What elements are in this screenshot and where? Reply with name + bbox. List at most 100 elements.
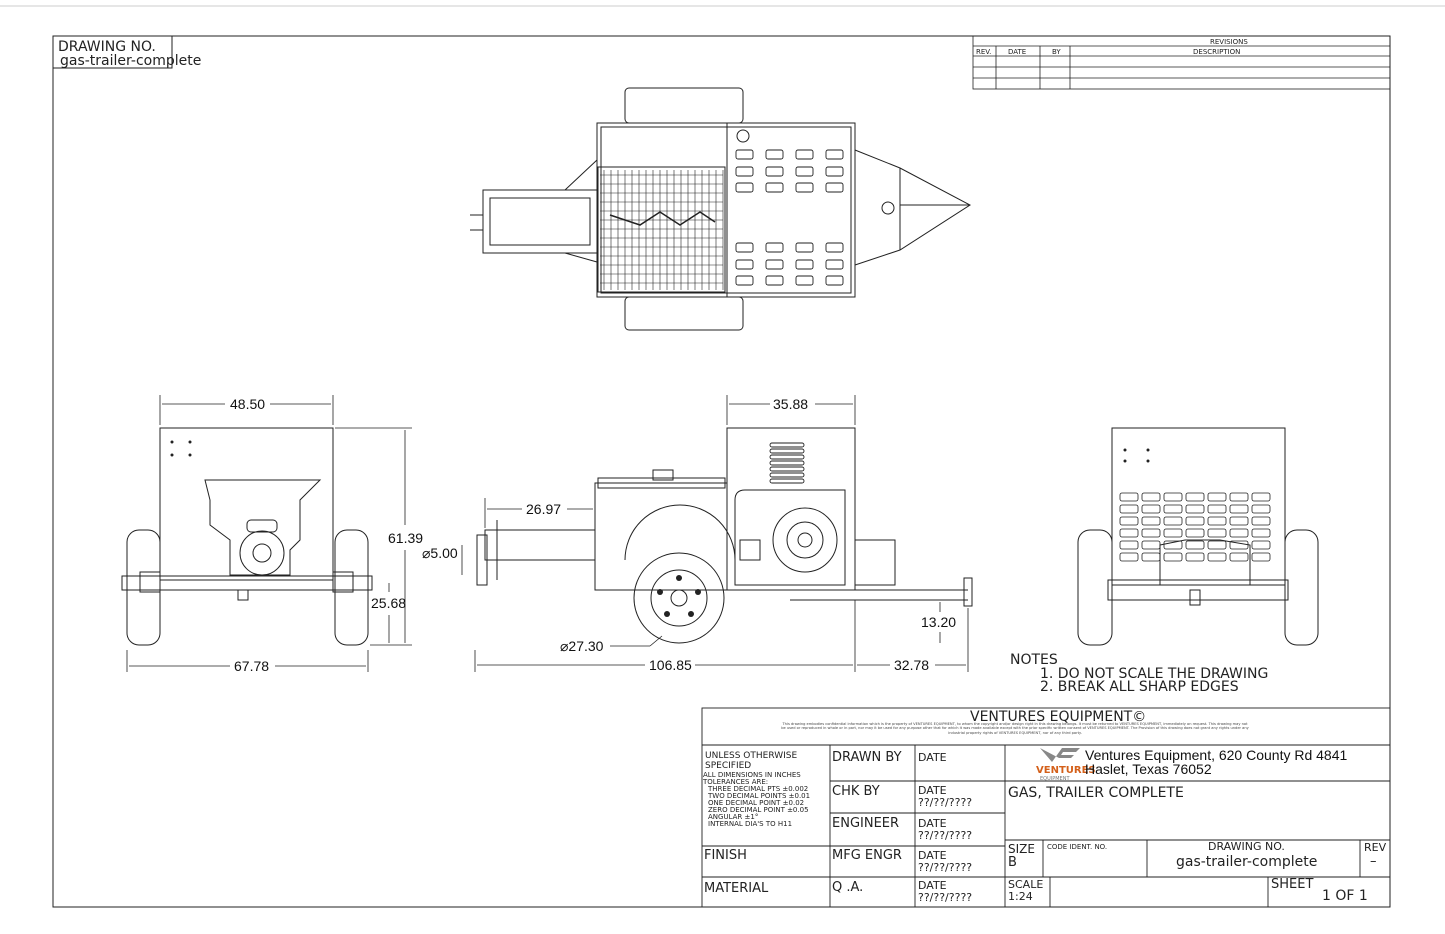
ventures-logo: VENTURES EQUIPMENT xyxy=(1036,748,1096,782)
drawing-line xyxy=(1141,552,1161,562)
scale-label: SCALE xyxy=(1008,878,1043,891)
drawing-line xyxy=(1141,516,1161,526)
dim-side-pipe-diameter: ⌀5.00 xyxy=(422,545,458,561)
drawing-line xyxy=(795,242,814,253)
dim-front-track-width: 67.78 xyxy=(234,658,269,674)
drawing-line xyxy=(825,166,844,177)
drawing-line xyxy=(765,259,784,270)
drawing-line xyxy=(1251,540,1271,550)
drawing-line xyxy=(1119,504,1139,514)
drawing-line xyxy=(1141,540,1161,550)
drawing-number-value: gas-trailer-complete xyxy=(60,53,201,69)
drawing-line xyxy=(825,182,844,193)
drawing-line xyxy=(765,275,784,286)
drawing-line xyxy=(1251,528,1271,538)
size-label: SIZE xyxy=(1008,842,1035,856)
tol-line: TOLERANCES ARE: xyxy=(702,778,768,786)
drawing-line xyxy=(1185,492,1205,502)
drawing-line xyxy=(795,166,814,177)
drawing-line xyxy=(735,166,754,177)
dim-side-tongue-height: 13.20 xyxy=(921,614,956,630)
drawing-line xyxy=(825,149,844,160)
drawing-line xyxy=(1251,516,1271,526)
date-label: DATE xyxy=(918,849,947,862)
rev-value: – xyxy=(1370,854,1377,869)
notes-title: NOTES xyxy=(1010,652,1058,668)
drawing-line xyxy=(1163,504,1183,514)
drawing-line xyxy=(769,454,805,460)
tol-line: ALL DIMENSIONS IN INCHES xyxy=(703,771,801,779)
drawing-line xyxy=(769,460,805,466)
drawing-line xyxy=(1163,540,1183,550)
drawing-no-label: DRAWING NO. xyxy=(1208,840,1285,853)
drawing-line xyxy=(825,275,844,286)
dim-front-height: 61.39 xyxy=(388,530,423,546)
drawing-line xyxy=(1141,504,1161,514)
drawing-line xyxy=(1185,540,1205,550)
front-view xyxy=(121,427,373,646)
size-value: B xyxy=(1008,855,1017,870)
date-label: DATE xyxy=(918,879,947,892)
drawing-line xyxy=(1251,504,1271,514)
tol-line: INTERNAL DIA'S TO H11 xyxy=(708,820,792,828)
drawing-line xyxy=(769,442,805,448)
drawing-line xyxy=(795,259,814,270)
rear-view xyxy=(1077,427,1319,646)
sheet-value: 1 OF 1 xyxy=(1322,888,1368,904)
drawing-line xyxy=(1119,540,1139,550)
code-ident-label: CODE IDENT. NO. xyxy=(1047,843,1107,851)
tol-line: UNLESS OTHERWISE xyxy=(705,751,797,761)
drawing-line xyxy=(735,149,754,160)
dim-side-box-width: 35.88 xyxy=(773,396,808,412)
drawing-line xyxy=(735,259,754,270)
note-item: 2. BREAK ALL SHARP EDGES xyxy=(1040,679,1239,695)
date-col-header: DATE xyxy=(1008,48,1026,56)
dim-side-hopper-extension: 26.97 xyxy=(526,501,561,517)
drawing-line xyxy=(1163,516,1183,526)
drawing-line xyxy=(1163,528,1183,538)
drawing-line xyxy=(1185,516,1205,526)
drawing-line xyxy=(1229,504,1249,514)
drawing-line xyxy=(1119,552,1139,562)
drawing-title: GAS, TRAILER COMPLETE xyxy=(1008,785,1184,801)
drawing-line xyxy=(735,275,754,286)
side-view xyxy=(476,427,973,644)
dimensions xyxy=(126,395,969,672)
drawing-line xyxy=(769,448,805,454)
tol-line: ONE DECIMAL POINT ±0.02 xyxy=(708,799,804,807)
drawing-line xyxy=(1229,552,1249,562)
dim-side-overall-length: 106.85 xyxy=(649,657,692,673)
tol-line: ANGULAR ±1° xyxy=(708,813,758,821)
notes: NOTES 1. DO NOT SCALE THE DRAWING 2. BRE… xyxy=(1010,652,1268,695)
address-line-2: Haslet, Texas 76052 xyxy=(1085,761,1212,777)
tol-line: ZERO DECIMAL POINT ±0.05 xyxy=(708,806,809,814)
rev-col-header: REV. xyxy=(976,48,991,56)
drawing-line xyxy=(765,166,784,177)
drawing-line xyxy=(1141,528,1161,538)
scale-value: 1:24 xyxy=(1008,890,1033,903)
dim-front-axle-height: 25.68 xyxy=(371,595,406,611)
engineer-label: ENGINEER xyxy=(832,816,899,831)
sheet-label: SHEET xyxy=(1271,877,1313,892)
dim-side-wheel-diameter: ⌀27.30 xyxy=(560,638,604,654)
drawing-no-value: gas-trailer-complete xyxy=(1176,854,1317,870)
drawing-line xyxy=(825,259,844,270)
drawing-line xyxy=(795,149,814,160)
drawing-line xyxy=(765,182,784,193)
drawing-line xyxy=(1119,492,1139,502)
drawing-line xyxy=(765,242,784,253)
drawing-line xyxy=(769,478,805,484)
description-col-header: DESCRIPTION xyxy=(1193,48,1240,56)
drawing-line xyxy=(1251,492,1271,502)
drawing-line xyxy=(1229,516,1249,526)
tol-line: TWO DECIMAL POINTS ±0.01 xyxy=(707,792,810,800)
drawing-line xyxy=(795,275,814,286)
drawing-line xyxy=(769,472,805,478)
drawing-line xyxy=(825,242,844,253)
drawing-line xyxy=(1119,528,1139,538)
drawing-line xyxy=(1185,528,1205,538)
drawing-line xyxy=(1207,540,1227,550)
drawing-line xyxy=(1119,516,1139,526)
dim-side-tongue-length: 32.78 xyxy=(894,657,929,673)
drawing-line xyxy=(1229,492,1249,502)
